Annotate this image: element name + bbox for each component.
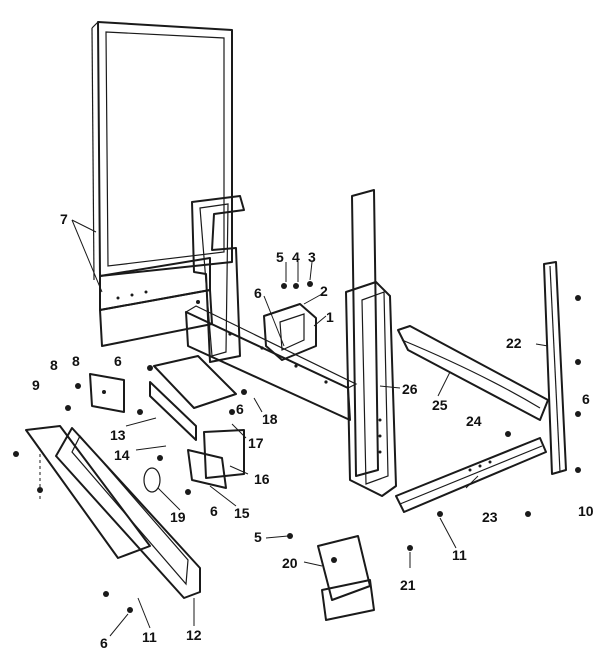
callout-2: 2 bbox=[320, 283, 328, 299]
water-valve bbox=[317, 535, 375, 621]
callout-10: 9 bbox=[32, 377, 40, 393]
callout-8a: 8 bbox=[72, 353, 80, 369]
callout-9: 8 bbox=[50, 357, 58, 373]
callout-6d: 6 bbox=[210, 503, 218, 519]
callout-6f: 6 bbox=[100, 635, 108, 651]
callout-16: 15 bbox=[234, 505, 250, 521]
callout-4: 4 bbox=[292, 249, 300, 265]
callout-6c: 6 bbox=[236, 401, 244, 417]
callout-5b: 5 bbox=[254, 529, 262, 545]
right-rail bbox=[543, 261, 567, 475]
left-side-bracket bbox=[191, 195, 245, 363]
callout-13: 12 bbox=[186, 627, 202, 643]
callout-23: 22 bbox=[506, 335, 522, 351]
callout-27: 26 bbox=[402, 381, 418, 397]
callout-15: 14 bbox=[114, 447, 130, 463]
front-kick-panel bbox=[25, 425, 201, 599]
callout-21: 20 bbox=[282, 555, 298, 571]
screws bbox=[13, 281, 581, 613]
door-switch bbox=[89, 373, 125, 413]
callout-19: 18 bbox=[262, 411, 278, 427]
callout-20: 19 bbox=[170, 509, 186, 525]
callout-5a: 5 bbox=[276, 249, 284, 265]
callout-26: 25 bbox=[432, 397, 448, 413]
switch-assembly bbox=[143, 355, 245, 493]
callout-3: 3 bbox=[308, 249, 316, 265]
callout-14: 13 bbox=[110, 427, 126, 443]
callout-labels: 1 2 3 4 5 5 6 6 6 6 6 6 7 8 8 9 10 11 11… bbox=[32, 211, 594, 651]
callout-7: 7 bbox=[60, 211, 68, 227]
callout-25: 24 bbox=[466, 413, 482, 429]
callout-11a: 10 bbox=[578, 503, 594, 519]
bottom-support-bar bbox=[395, 437, 547, 513]
callout-17: 16 bbox=[254, 471, 270, 487]
callout-24: 23 bbox=[482, 509, 498, 525]
callout-1: 1 bbox=[326, 309, 334, 325]
callout-12: 11 bbox=[142, 629, 157, 645]
side-rail bbox=[397, 325, 549, 421]
callout-6b: 6 bbox=[114, 353, 122, 369]
callout-11b: 11 bbox=[452, 547, 467, 563]
right-upright bbox=[345, 189, 397, 497]
callout-6a: 6 bbox=[254, 285, 262, 301]
rear-panel bbox=[91, 21, 233, 347]
leader-lines bbox=[71, 219, 549, 637]
callout-6e: 6 bbox=[582, 391, 590, 407]
callout-18: 17 bbox=[248, 435, 264, 451]
callout-22: 21 bbox=[400, 577, 416, 593]
